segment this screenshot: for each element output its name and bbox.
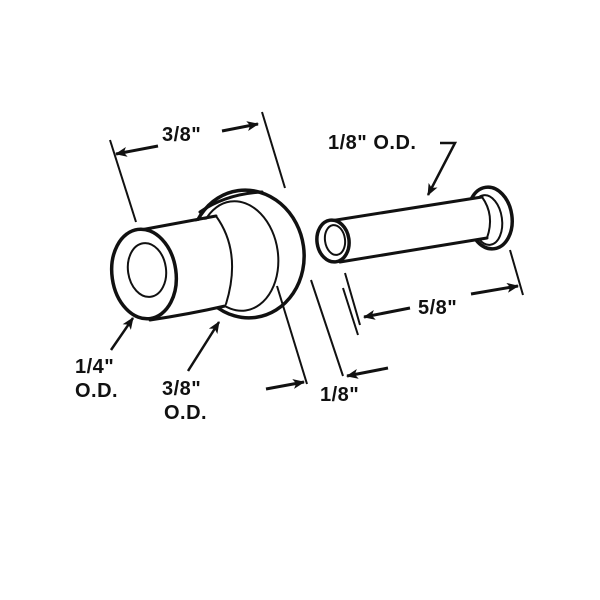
arrow-thickness-left — [265, 379, 305, 391]
label-flange-thickness: 1/8" — [320, 384, 360, 406]
bushing-part — [109, 188, 306, 322]
arrow-thickness-right — [346, 366, 389, 379]
pin-od-leader — [426, 141, 458, 196]
label-sleeve-od-value: 1/4" — [75, 356, 115, 378]
sleeve-bore — [126, 242, 168, 298]
arrow-pinlen-right — [470, 282, 519, 296]
label-pin-length: 5/8" — [418, 297, 458, 319]
arrow-length-left — [115, 144, 159, 157]
label-flange-od-value: 3/8" — [162, 378, 202, 400]
arrow-pinlen-left — [363, 306, 411, 320]
arrow-length-right — [221, 121, 259, 133]
label-flange-od-unit: O.D. — [164, 402, 208, 424]
label-sleeve-od-unit: O.D. — [75, 380, 119, 402]
pin-bore — [323, 224, 347, 256]
pin-part — [315, 185, 514, 264]
flange-od-leader — [186, 321, 221, 372]
sleeve-od-leader — [109, 317, 135, 351]
dimension-lines — [109, 111, 524, 391]
label-pin-od: 1/8" O.D. — [328, 132, 417, 154]
label-bushing-length: 3/8" — [162, 124, 202, 146]
